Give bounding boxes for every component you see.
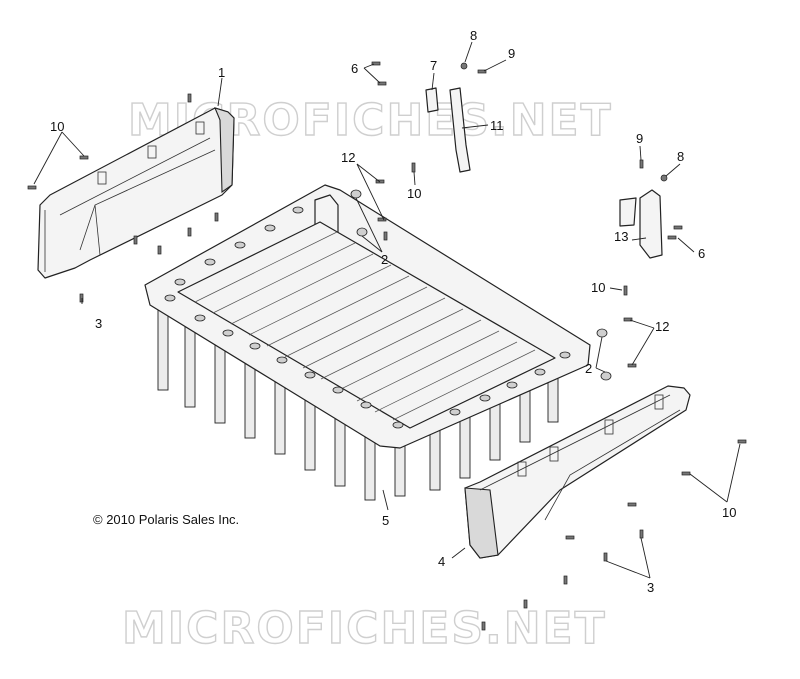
copyright-text: © 2010 Polaris Sales Inc. bbox=[93, 512, 239, 527]
callout-2b: 2 bbox=[585, 361, 592, 376]
callout-6a: 6 bbox=[351, 61, 358, 76]
callout-12b: 12 bbox=[655, 319, 669, 334]
callout-9b: 9 bbox=[636, 131, 643, 146]
callout-11: 11 bbox=[490, 118, 504, 133]
bracket-part-13 bbox=[619, 189, 663, 259]
callout-8b: 8 bbox=[677, 149, 684, 164]
callout-10b: 10 bbox=[407, 186, 421, 201]
panel-clip bbox=[654, 394, 664, 410]
rim-bosses bbox=[164, 206, 571, 429]
callout-2a: 2 bbox=[381, 252, 388, 267]
panel-clip bbox=[549, 446, 559, 462]
watermark-bottom: MICROFICHES.NET bbox=[122, 603, 607, 654]
washers-part-2 bbox=[350, 189, 612, 381]
bracket-part-7 bbox=[425, 87, 439, 113]
callout-10a: 10 bbox=[50, 119, 64, 134]
callout-5: 5 bbox=[382, 513, 389, 528]
panel-clip bbox=[517, 461, 527, 477]
callout-8a: 8 bbox=[470, 28, 477, 43]
leader-lines bbox=[33, 41, 741, 579]
callout-10d: 10 bbox=[722, 505, 736, 520]
callout-10c: 10 bbox=[591, 280, 605, 295]
callout-7: 7 bbox=[430, 58, 437, 73]
front-panel-part-1 bbox=[37, 107, 235, 279]
floor-slats bbox=[194, 231, 536, 421]
callout-3a: 3 bbox=[95, 316, 102, 331]
callout-9a: 9 bbox=[508, 46, 515, 61]
callout-3b: 3 bbox=[647, 580, 654, 595]
callout-12a: 12 bbox=[341, 150, 355, 165]
panel-clip bbox=[147, 145, 157, 159]
callout-1: 1 bbox=[218, 65, 225, 80]
bracket-part-11 bbox=[449, 87, 471, 173]
callout-6b: 6 bbox=[698, 246, 705, 261]
panel-clip bbox=[97, 171, 107, 185]
fasteners bbox=[27, 61, 747, 631]
panel-clip bbox=[604, 419, 614, 435]
callout-4: 4 bbox=[438, 554, 445, 569]
panel-clip bbox=[195, 121, 205, 135]
side-panel-part-4 bbox=[464, 385, 691, 559]
callout-13: 13 bbox=[614, 229, 628, 244]
cargo-box-part-5 bbox=[144, 184, 591, 501]
